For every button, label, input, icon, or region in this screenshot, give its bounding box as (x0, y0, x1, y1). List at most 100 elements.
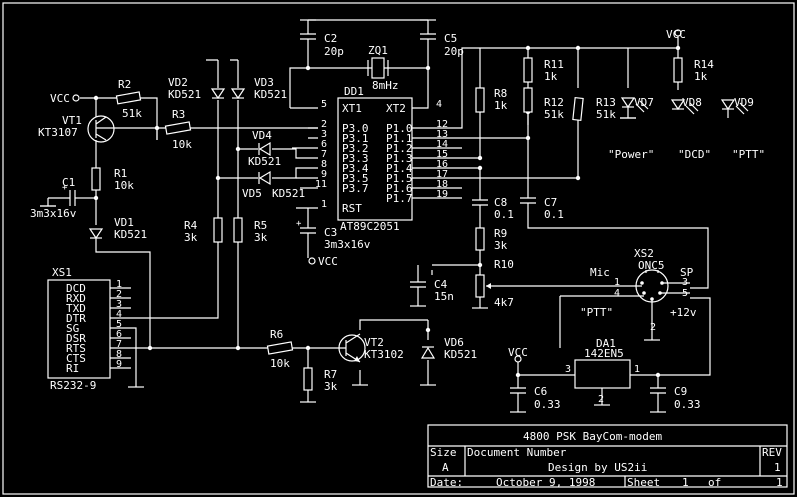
c1-value: 3m3x16v (30, 207, 77, 220)
dd1-pin-name: P3.1 (342, 132, 369, 145)
r2-value: 51k (122, 107, 142, 120)
dd1-ref: DD1 (344, 85, 364, 98)
zq1-ref: ZQ1 (368, 44, 388, 57)
dd1-pin-number: 8 (321, 159, 327, 170)
da1-pin-gnd: 2 (598, 394, 604, 405)
xs1-pin-name: RTS (66, 342, 86, 355)
c9-value: 0.33 (674, 398, 701, 411)
c6-ref: C6 (534, 385, 547, 398)
tb-sheet-value: 1 (682, 476, 689, 489)
resistor-r13: R13 51k (596, 96, 616, 121)
xs1-pin-name: DSR (66, 332, 86, 345)
dd1-pin-name: P1.1 (386, 132, 413, 145)
r8-ref: R8 (494, 87, 507, 100)
dd1-pin-name: P3.0 (342, 122, 369, 135)
dd1-pin-number: 5 (321, 99, 327, 110)
capacitor-c8: C8 0.1 (472, 196, 514, 221)
dd1-pin-name: P3.7 (342, 182, 369, 195)
resistor-r4: R4 3k (184, 217, 223, 244)
xs2-pin-1: 1 (614, 277, 620, 288)
c8-value: 0.1 (494, 208, 514, 221)
resistor-r10: R10 4k7 (475, 258, 514, 309)
tb-of-label: of (708, 476, 721, 489)
r10-ref: R10 (494, 258, 514, 271)
xs2-pin-2: 2 (650, 322, 656, 333)
resistor-r3: R3 10k (164, 108, 192, 151)
transistor-vt1: VT1 KT3107 (38, 114, 115, 143)
dd1-pin-number: 14 (436, 139, 448, 150)
tb-rev-value: 1 (774, 461, 781, 474)
vd5-ref: VD5 (242, 187, 262, 200)
r3-value: 10k (172, 138, 192, 151)
diode-vd4: VD4 KD521 (248, 129, 281, 168)
r13-ref: R13 (596, 96, 616, 109)
xs1-pin-name: TXD (66, 302, 86, 315)
capacitor-c6: C6 0.33 (510, 385, 561, 411)
vd9-label: "PTT" (732, 148, 765, 161)
dd1-pin-name: XT2 (386, 102, 406, 115)
connector-xs2: XS2 ONC5 Mic SP 1 4 3 5 2 "PTT" +12v (580, 247, 697, 340)
r12-ref: R12 (544, 96, 564, 109)
da1-pin-in: 3 (565, 364, 571, 375)
r6-ref: R6 (270, 328, 283, 341)
ground-symbols (40, 19, 666, 413)
tb-date-value: October 9, 1998 (496, 476, 595, 489)
xs2-pin-5: 5 (682, 288, 688, 299)
r2-ref: R2 (118, 78, 131, 91)
regulator-da1: DA1 142EN5 3 1 2 (565, 337, 640, 405)
dd1-pin-name: P3.3 (342, 152, 369, 165)
xs2-pin-4: 4 (614, 288, 620, 299)
xs2-ptt-label: "PTT" (580, 306, 613, 319)
dd1-pin-name: P1.0 (386, 122, 413, 135)
vd8-ref: VD8 (682, 96, 702, 109)
dd1-pin-name: P1.3 (386, 152, 413, 165)
resistor-r14: R14 1k (673, 57, 714, 83)
xs1-pin-number: 7 (116, 339, 122, 350)
xs1-pin-name: CTS (66, 352, 86, 365)
tb-size-label: Size (430, 446, 457, 459)
dd1-pin-number: 15 (436, 149, 448, 160)
vd7-label: "Power" (608, 148, 654, 161)
resistor-r2: R2 51k (115, 78, 142, 120)
tb-rev-label: REV (762, 446, 782, 459)
xs1-pin-number: 4 (116, 309, 122, 320)
da1-pin-out: 1 (634, 364, 640, 375)
vcc-left-label: VCC (50, 92, 70, 105)
vcc-c3-label: VCC (318, 255, 338, 268)
c6-value: 0.33 (534, 398, 561, 411)
vd6-value: KD521 (444, 348, 477, 361)
vd1-ref: VD1 (114, 216, 134, 229)
r4-value: 3k (184, 231, 198, 244)
title-block: 4800 PSK BayCom-modem Size A Document Nu… (427, 424, 788, 489)
r10-value: 4k7 (494, 296, 514, 309)
led-vd8: VD8 "DCD" (670, 96, 711, 161)
xs2-ref: XS2 (634, 247, 654, 260)
vd7-ref: VD7 (634, 96, 654, 109)
dd1-pin-number: 19 (436, 189, 448, 200)
capacitor-c2: C2 20p (300, 32, 344, 58)
c2-ref: C2 (324, 32, 337, 45)
vt1-ref: VT1 (62, 114, 82, 127)
dd1-part: AT89C2051 (340, 220, 400, 233)
resistor-r9: R9 3k (475, 227, 508, 252)
vt2-value: KT3102 (364, 348, 404, 361)
r12-value: 51k (544, 108, 564, 121)
dd1-pin-number: 13 (436, 129, 448, 140)
r7-value: 3k (324, 380, 338, 393)
r9-ref: R9 (494, 227, 507, 240)
xs2-sp-label: SP (680, 266, 694, 279)
resistor-r6: R6 10k (266, 328, 294, 370)
c4-ref: C4 (434, 278, 448, 291)
xs1-ref: XS1 (52, 266, 72, 279)
dd1-pin-number: 17 (436, 169, 448, 180)
c7-value: 0.1 (544, 208, 564, 221)
zq1-value: 8mHz (372, 79, 399, 92)
dd1-pin-name: XT1 (342, 102, 362, 115)
c5-ref: C5 (444, 32, 457, 45)
